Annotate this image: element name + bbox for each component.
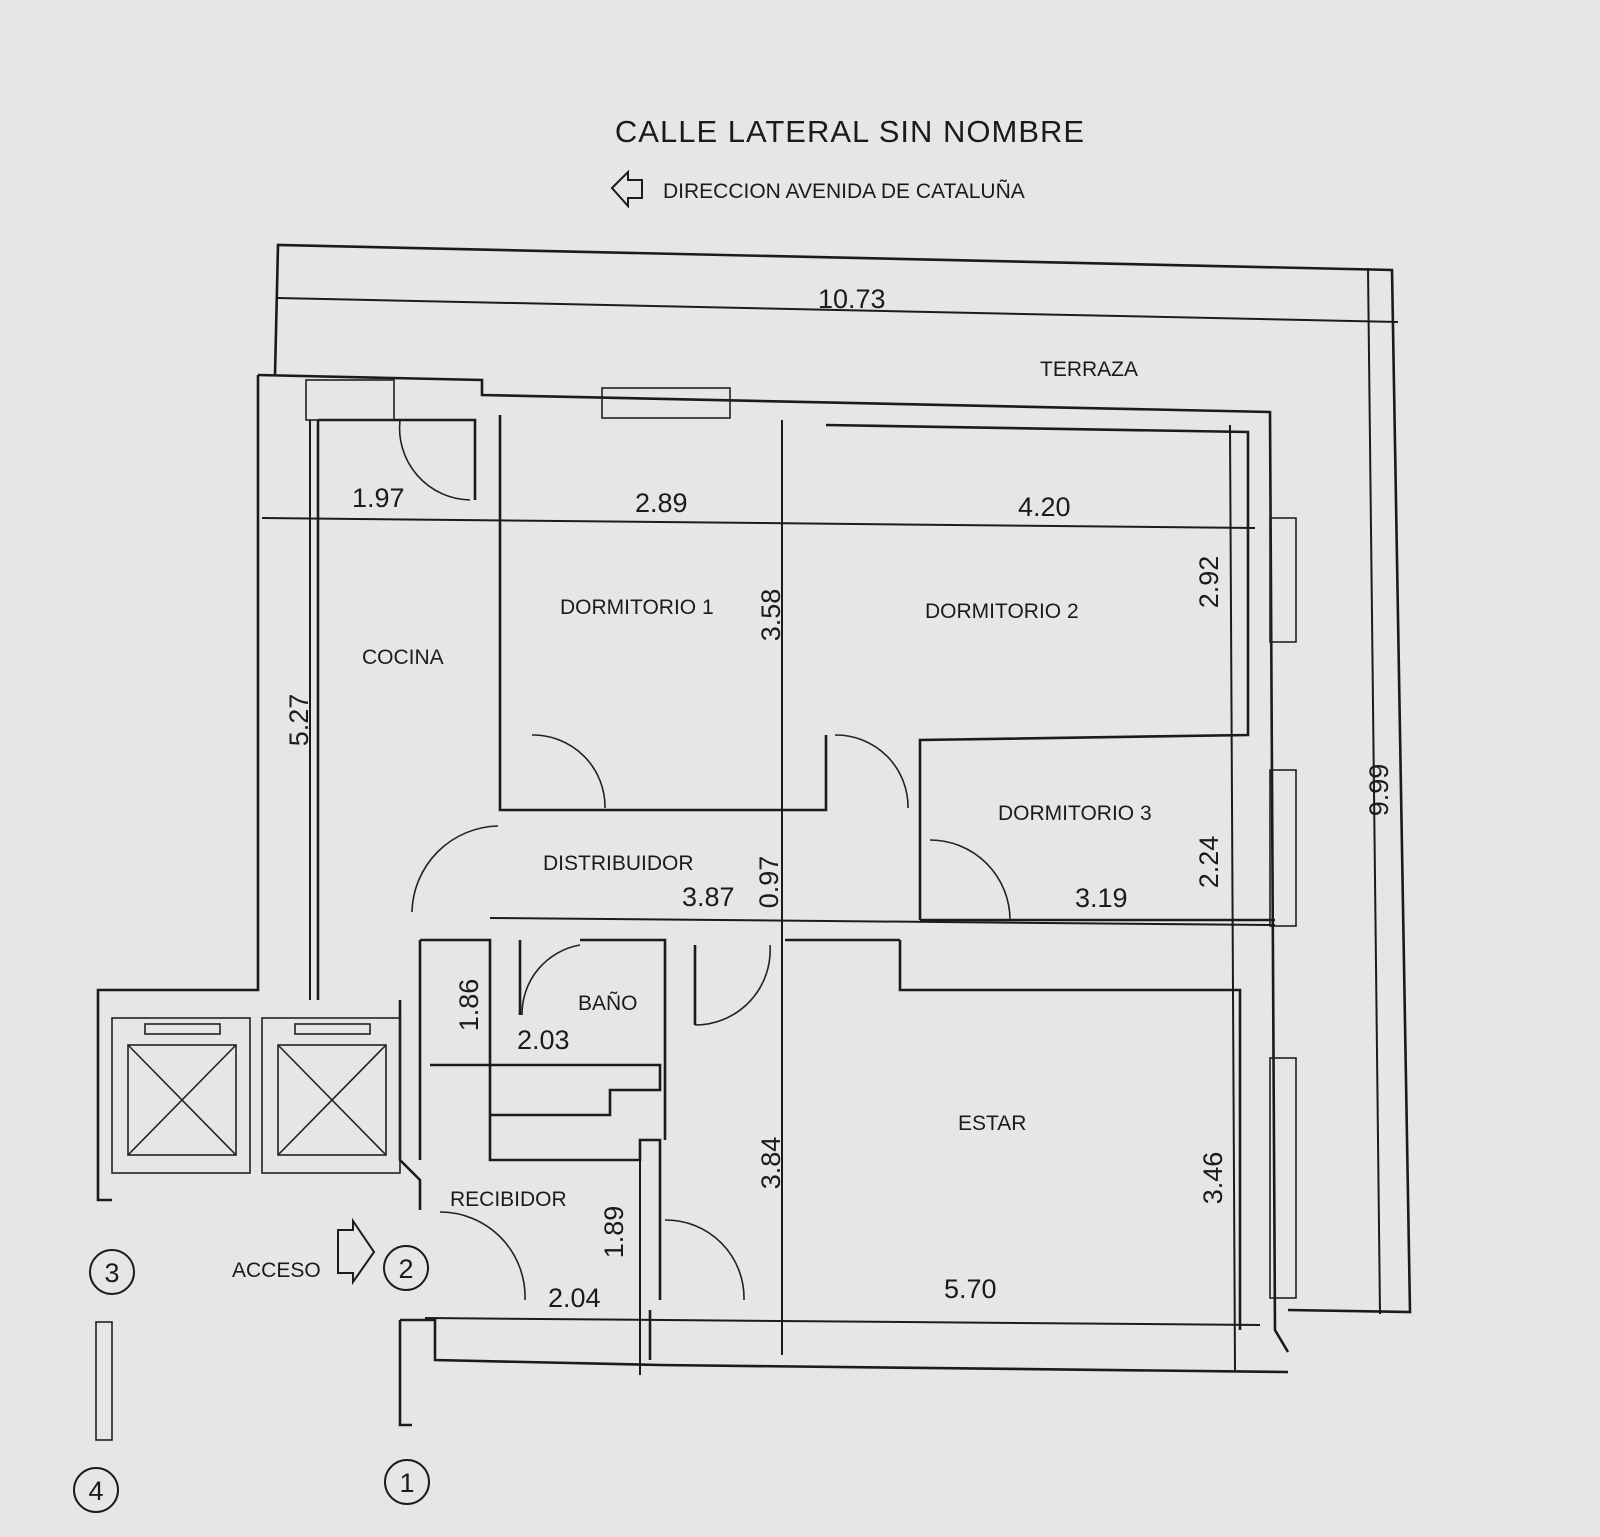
door-swing	[664, 1219, 745, 1301]
dim-estar-depth: 3.84	[756, 1137, 786, 1190]
dim-dorm2-width: 4.20	[1018, 492, 1071, 522]
wall	[430, 1063, 662, 1117]
door-swing	[411, 825, 499, 913]
window	[305, 379, 395, 421]
dim-cocina-width: 1.97	[352, 483, 405, 513]
dimension-line	[261, 517, 1256, 529]
wall	[398, 1000, 422, 1210]
dim-dorm1-width: 2.89	[635, 488, 688, 518]
svg-text:1: 1	[399, 1468, 414, 1498]
room-label-estar: ESTAR	[958, 1112, 1026, 1135]
elevator	[261, 1017, 401, 1174]
dim-recibidor-width: 2.04	[548, 1283, 601, 1313]
wall	[825, 423, 1250, 920]
door-swing	[521, 944, 581, 1016]
dim-dorm2-depth: 2.92	[1194, 556, 1224, 609]
door-swing	[439, 1211, 526, 1301]
door-swing	[834, 734, 909, 809]
window	[1269, 769, 1297, 927]
window	[1269, 1057, 1297, 1299]
dim-recibidor-depth: 1.89	[599, 1206, 629, 1259]
dim-estar-width: 5.70	[944, 1274, 997, 1304]
room-label-recibidor: RECIBIDOR	[450, 1188, 567, 1211]
elevator	[111, 1017, 251, 1174]
room-label-bano: BAÑO	[578, 991, 638, 1015]
door-swing	[694, 944, 771, 1026]
svg-text:2: 2	[398, 1254, 413, 1284]
window	[601, 387, 731, 419]
dimension-line	[277, 297, 1399, 323]
dim-total-depth: 9.99	[1364, 764, 1394, 817]
direction-label: DIRECCION AVENIDA DE CATALUÑA	[663, 179, 1025, 203]
dim-distribuidor-width: 3.87	[682, 882, 735, 912]
dim-dorm3-width: 3.19	[1075, 883, 1128, 913]
wall	[580, 938, 667, 1140]
wall	[257, 373, 1290, 1353]
dimension-line	[1229, 424, 1236, 1371]
wall	[398, 1320, 412, 1427]
dim-bano-depth: 1.86	[454, 979, 484, 1032]
room-label-dormitorio-2: DORMITORIO 2	[925, 600, 1079, 623]
grid-marker: 2	[383, 1245, 429, 1291]
door-swing	[929, 839, 1011, 921]
room-label-cocina: COCINA	[362, 646, 444, 669]
room-label-distribuidor: DISTRIBUIDOR	[543, 852, 694, 875]
street-name: CALLE LATERAL SIN NOMBRE	[615, 114, 1085, 149]
access-arrow-icon	[337, 1217, 376, 1286]
wall	[898, 940, 1242, 1330]
terrace-outline	[273, 243, 1412, 1314]
room-label-terraza: TERRAZA	[1040, 358, 1138, 381]
wall	[498, 415, 828, 812]
dim-estar-depth-2: 3.46	[1198, 1152, 1228, 1205]
grid-marker: 1	[384, 1459, 430, 1505]
dim-dorm3-depth: 2.24	[1194, 836, 1224, 889]
dim-total-width: 10.73	[818, 284, 886, 314]
window	[1269, 517, 1297, 643]
svg-text:3: 3	[104, 1258, 119, 1288]
column	[95, 1321, 113, 1441]
dim-distribuidor-depth: 0.97	[754, 856, 784, 909]
door-swing	[398, 419, 471, 501]
grid-marker: 4	[73, 1467, 119, 1513]
dimension-line	[489, 917, 1276, 926]
dimension-line	[424, 1317, 1261, 1326]
door-swing	[531, 734, 606, 809]
access-label: ACCESO	[232, 1259, 321, 1282]
room-label-dormitorio-1: DORMITORIO 1	[560, 596, 714, 619]
dim-cocina-depth: 5.27	[284, 694, 314, 747]
dim-bano-width: 2.03	[517, 1025, 570, 1055]
svg-text:4: 4	[88, 1476, 103, 1506]
room-label-dormitorio-3: DORMITORIO 3	[998, 802, 1152, 825]
wall	[96, 375, 260, 1202]
grid-marker: 3	[89, 1249, 135, 1295]
dim-dorm1-depth: 3.58	[756, 589, 786, 642]
wall	[400, 1318, 1289, 1374]
direction-arrow-icon	[610, 169, 643, 209]
dimension-line	[1367, 267, 1381, 1315]
